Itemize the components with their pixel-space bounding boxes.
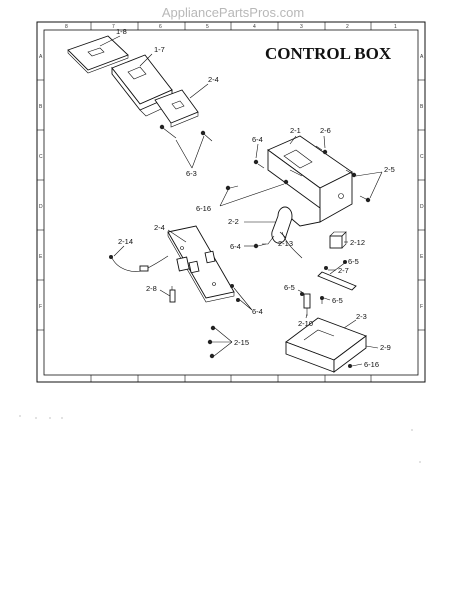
callout-label: 2-7 [338,266,349,275]
callout-label: 2-14 [118,237,133,246]
callout-label: 2-2 [228,217,239,226]
callout-label: 2-13 [278,239,293,248]
border-zone-label: 2 [346,24,349,30]
callout-label: 6-4 [252,307,263,316]
callout-label: 2-8 [146,284,157,293]
border-zone-label: A [39,54,43,60]
part-switch [303,293,311,316]
part-thermistor [109,255,169,272]
part-control-bracket [267,135,353,227]
callout-label: 6-3 [186,169,197,178]
border-zone-label: E [39,254,43,260]
border-zone-label: 1 [394,24,397,30]
border-zone-label: 6 [159,24,162,30]
callout-label: 2-6 [320,126,331,135]
border-zone-label: 5 [206,24,209,30]
screw-group-2-15 [207,325,216,359]
border-zone-label: D [39,204,43,210]
callout-labels: 1-8 1-7 2-4 6-3 2-1 2-6 6-4 2-5 6-16 2-2… [116,27,395,369]
border-zone-label: A [420,54,424,60]
part-cover-plate-top [154,89,199,128]
screw-group-6-3 [159,124,213,142]
callout-label: 6-16 [364,360,379,369]
callout-label: 2-10 [298,319,313,328]
screw-group-6-5 [300,260,347,304]
border-zone-label: 4 [253,24,256,30]
callout-label: 2-5 [384,165,395,174]
border-zone-label: 7 [112,24,115,30]
callout-label: 2-3 [356,312,367,321]
callout-label: 2-12 [350,238,365,247]
diagram-title: CONTROL BOX [265,44,392,63]
callout-label: 1-8 [116,27,127,36]
part-fuse [169,286,176,303]
screw-group-6-4-low [230,284,240,302]
border-zone-label: C [420,154,424,160]
part-circuit-board [167,225,235,303]
screw-group-6-16-mid [225,179,289,191]
screw-6-16-low [348,364,352,368]
scan-specks [19,415,421,463]
screw-group-2-5 [345,169,371,203]
callout-label: 6-4 [230,242,241,251]
border-zone-label: F [39,304,42,310]
border-zone-label: B [39,104,43,110]
callout-label: 2-1 [290,126,301,135]
border-zone-label: 8 [65,24,68,30]
part-bottom-case [285,317,367,373]
leader-lines [99,35,383,367]
border-zone-label: D [420,204,424,210]
callout-label: 2-15 [234,338,249,347]
callout-label: 2-4 [208,75,219,84]
part-bracket-2-7 [317,261,357,291]
callout-label: 6-5 [332,296,343,305]
callout-label: 6-5 [284,283,295,292]
part-label-plate [67,35,129,74]
callout-label: 6-5 [348,257,359,266]
part-relay [329,231,347,249]
border-zone-label: E [420,254,424,260]
callout-label: 6-16 [196,204,211,213]
border-zone-label: B [420,104,424,110]
drawing-frame: 8 7 6 5 4 3 2 1 A B C D E F A B C D E F [36,21,426,383]
screw-2-6 [315,145,328,155]
screw-6-4-top [253,159,265,169]
callout-label: 6-4 [252,135,263,144]
callout-label: 2-9 [380,343,391,352]
border-zone-label: F [420,304,423,310]
screw-6-4-mid [253,243,267,249]
border-zone-label: C [39,154,43,160]
watermark-text: AppliancePartsPros.com [162,5,304,20]
callout-label: 2-4 [154,223,165,232]
border-zone-label: 3 [300,24,303,30]
callout-label: 1-7 [154,45,165,54]
